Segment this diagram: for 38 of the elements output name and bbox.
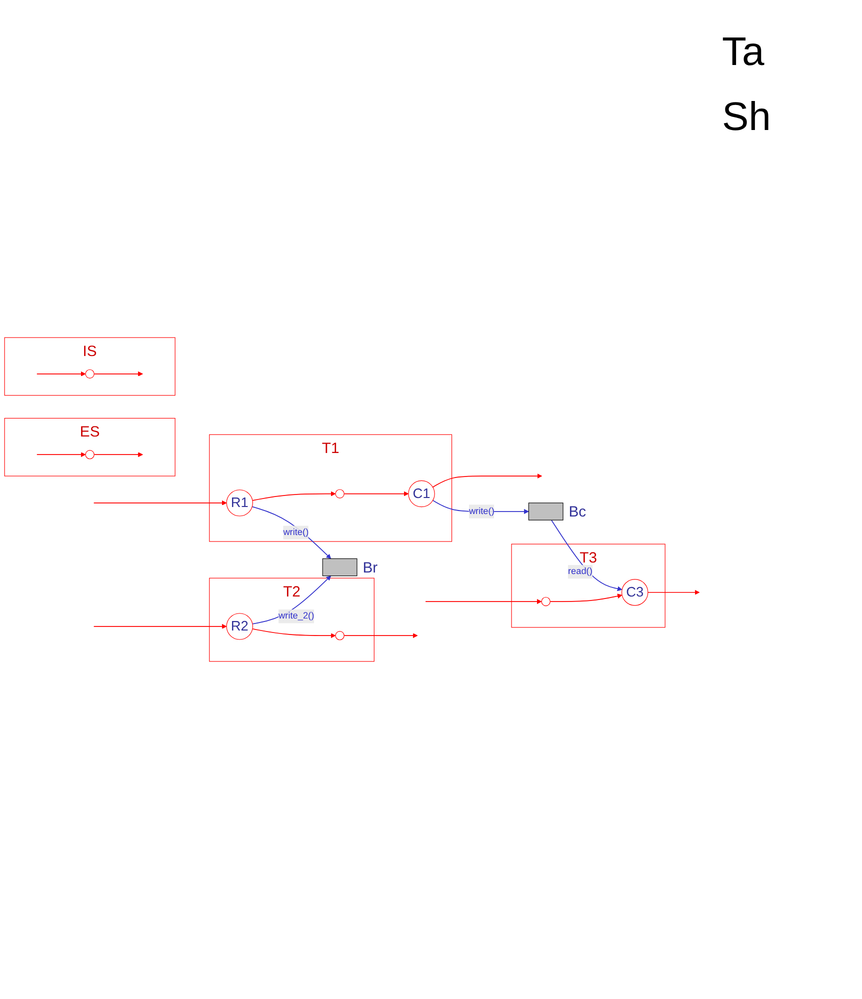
node-box — [528, 502, 564, 520]
node-circle: R1 — [226, 490, 253, 516]
arrow — [36, 452, 86, 458]
arrow — [425, 599, 542, 604]
node-circle — [541, 596, 550, 606]
bullet-text: Sh — [722, 95, 772, 140]
arrow — [344, 633, 418, 638]
arrow — [432, 474, 542, 488]
node-circle: R2 — [226, 613, 253, 640]
arrow — [252, 506, 332, 559]
buffer-label: Bc — [568, 504, 586, 521]
buffer-label: Br — [362, 560, 378, 576]
edge-label: write() — [468, 506, 494, 516]
arrow — [94, 452, 143, 458]
arrow — [93, 500, 227, 506]
cluster: ES — [4, 418, 176, 476]
node-circle: C1 — [408, 480, 435, 508]
edge-label: read() — [568, 566, 592, 576]
node-circle — [335, 631, 344, 640]
arrow — [551, 520, 622, 592]
arrow — [252, 628, 336, 638]
node-circle — [85, 369, 94, 378]
node-circle — [335, 489, 344, 498]
arrow — [252, 491, 336, 501]
arrow — [344, 491, 409, 496]
bullet-text: Ta — [722, 30, 766, 75]
arrow — [252, 576, 332, 624]
arrow — [93, 624, 227, 629]
cluster: IS — [4, 337, 176, 396]
arrow — [550, 594, 622, 602]
edge-label: write() — [283, 527, 309, 538]
arrow — [647, 590, 700, 595]
arrow — [94, 371, 143, 376]
node-circle: C3 — [622, 579, 648, 606]
node-box — [322, 558, 358, 576]
node-circle — [85, 450, 94, 460]
arrow — [36, 371, 86, 376]
edge-label: write_2() — [278, 611, 314, 621]
